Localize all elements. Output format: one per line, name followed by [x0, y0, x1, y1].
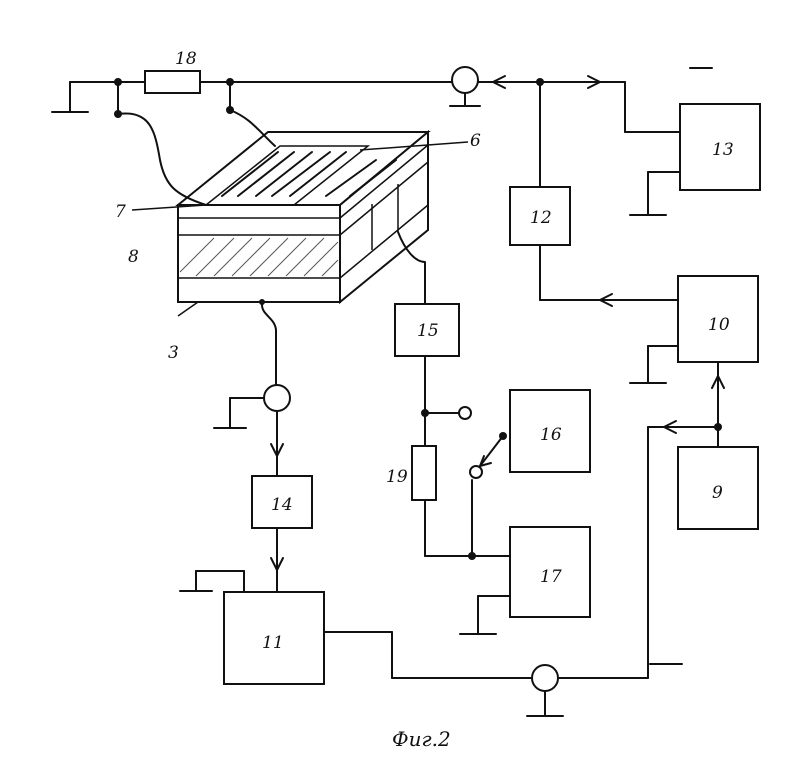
label-11: 11	[262, 633, 284, 653]
wire-7	[118, 113, 206, 205]
label-10: 10	[708, 315, 730, 335]
block-9: 9	[648, 362, 758, 678]
label-16: 16	[540, 425, 562, 445]
label-18: 18	[175, 49, 197, 69]
label-15: 15	[417, 321, 439, 341]
label-9: 9	[712, 483, 723, 503]
switch-contact	[470, 466, 482, 478]
block-15: 15	[395, 232, 471, 446]
label-8: 8	[128, 247, 139, 267]
block-16: 16	[510, 390, 590, 472]
resistor-19: 19	[386, 432, 510, 560]
wire-6	[230, 110, 275, 146]
signal-path-14	[214, 305, 290, 476]
label-17: 17	[540, 567, 562, 587]
label-3: 3	[168, 343, 179, 363]
label-6: 6	[470, 131, 481, 151]
block-14: 14	[252, 476, 312, 592]
block-10: 10	[630, 276, 758, 383]
block-12: 12	[510, 82, 678, 306]
label-13: 13	[712, 140, 734, 160]
label-19: 19	[386, 467, 408, 487]
switch-contact-open	[459, 407, 471, 419]
connector-top	[450, 67, 480, 106]
label-7: 7	[115, 202, 126, 222]
figure-caption: Фиг.2	[392, 727, 451, 751]
switch-lever	[480, 436, 503, 466]
block-13: 13	[630, 104, 760, 215]
resistor-18: 18	[145, 49, 200, 93]
label-14: 14	[271, 495, 293, 515]
block-17: 17	[460, 527, 590, 634]
label-12: 12	[530, 208, 552, 228]
sensor-structure	[178, 132, 428, 305]
